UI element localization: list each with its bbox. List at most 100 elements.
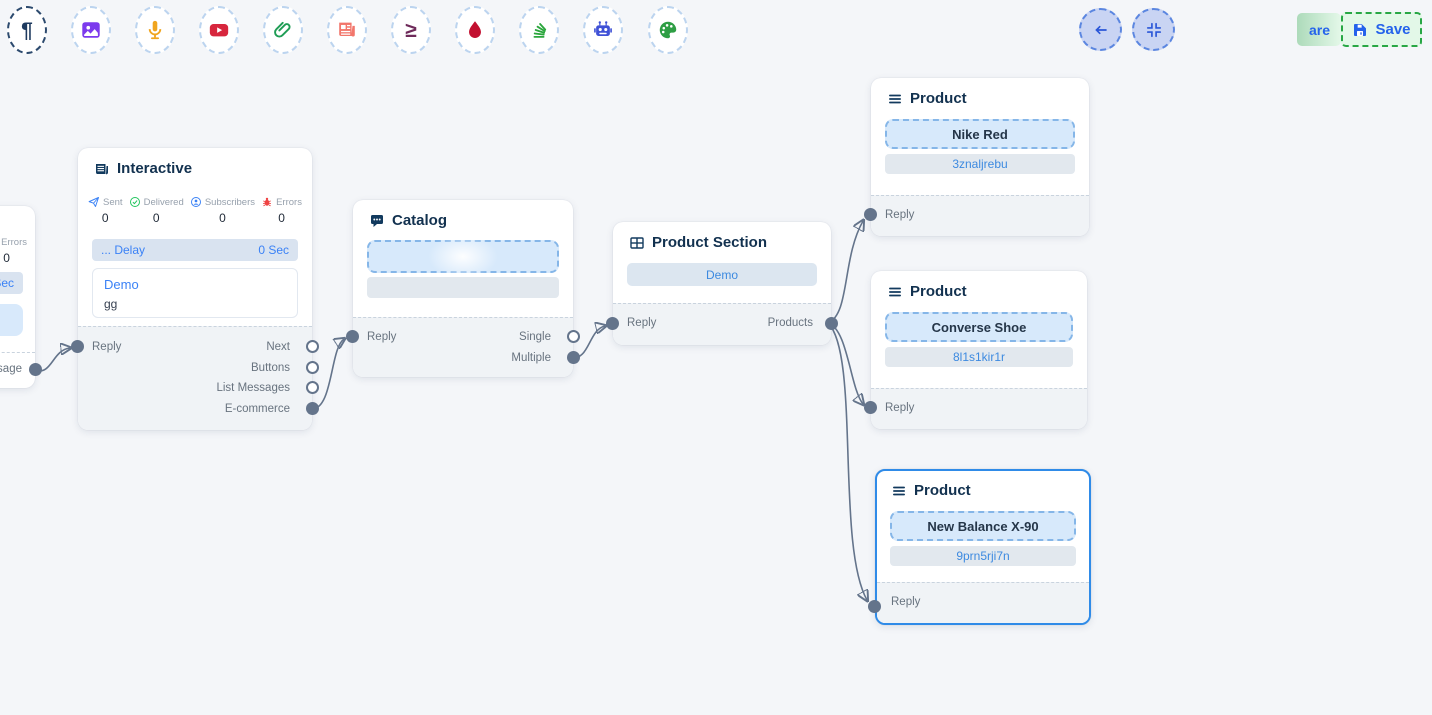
node-product-2[interactable]: Product Converse Shoe 8l1s1kir1r Reply bbox=[864, 271, 1087, 429]
product-code-box: 3znaljrebu bbox=[885, 154, 1075, 174]
product-code: 9prn5rji7n bbox=[956, 549, 1010, 563]
output-handle-single[interactable] bbox=[567, 330, 580, 343]
node-footer: Reply Single Multiple bbox=[353, 317, 573, 377]
node-product-section[interactable]: Product Section Demo Reply Products bbox=[606, 222, 838, 345]
input-handle-reply[interactable] bbox=[606, 317, 619, 330]
newspaper-icon bbox=[339, 22, 355, 37]
toolbar-image-button[interactable] bbox=[71, 6, 111, 54]
output-handle-ecommerce[interactable] bbox=[306, 402, 319, 415]
toolbar-audio-button[interactable] bbox=[135, 6, 175, 54]
product-code: 3znaljrebu bbox=[952, 157, 1008, 171]
toolbar-palette-button[interactable] bbox=[648, 6, 688, 54]
menu-icon bbox=[889, 287, 901, 296]
stat-label: Sent bbox=[103, 196, 123, 208]
bug-icon bbox=[263, 197, 272, 207]
image-icon bbox=[82, 22, 100, 38]
delay-bar[interactable]: 0 Sec bbox=[0, 272, 23, 294]
toolbar-text-button[interactable]: ¶ bbox=[7, 6, 47, 54]
stat-delivered: Delivered 0 bbox=[129, 196, 184, 225]
toolbar-video-button[interactable] bbox=[199, 6, 239, 54]
output-handle-buttons[interactable] bbox=[306, 361, 319, 374]
product-name-box[interactable]: Nike Red bbox=[885, 119, 1075, 149]
output-handle-message[interactable] bbox=[29, 363, 42, 376]
input-handle-reply[interactable] bbox=[868, 600, 881, 613]
node-interactive[interactable]: Interactive Sent 0 Delivered 0 Subscribe… bbox=[71, 148, 319, 430]
stat-sent: Sent 0 bbox=[88, 196, 123, 225]
delay-bar[interactable]: ... Delay 0 Sec bbox=[92, 239, 298, 261]
output-handle-multiple[interactable] bbox=[567, 351, 580, 364]
toolbar-file-button[interactable] bbox=[263, 6, 303, 54]
output-label-products: Products bbox=[767, 317, 813, 329]
check-circle-icon bbox=[129, 197, 140, 207]
node-title: Product bbox=[887, 90, 967, 107]
palette-icon bbox=[659, 21, 677, 39]
delay-label: ... Delay bbox=[101, 243, 146, 257]
edge bbox=[827, 322, 863, 404]
stat-errors: Errors 0 bbox=[0, 236, 27, 266]
chat-icon bbox=[371, 214, 383, 227]
node-product-1[interactable]: Product Nike Red 3znaljrebu Reply bbox=[864, 78, 1089, 236]
menu-icon bbox=[893, 486, 905, 495]
input-label-reply: Reply bbox=[885, 209, 915, 221]
product-name-box[interactable]: New Balance X-90 bbox=[890, 511, 1076, 541]
output-handle-products[interactable] bbox=[825, 317, 838, 330]
catalog-dropzone[interactable] bbox=[367, 234, 559, 279]
toolbar-drip-button[interactable] bbox=[455, 6, 495, 54]
node-title-text: Product Section bbox=[652, 234, 768, 251]
product-name-box[interactable]: Converse Shoe bbox=[885, 312, 1073, 342]
node-catalog[interactable]: Catalog Reply Single Multiple bbox=[346, 200, 580, 377]
section-name-box[interactable]: Demo bbox=[627, 263, 817, 286]
node-title-text: Interactive bbox=[117, 160, 193, 177]
input-label-reply: Reply bbox=[885, 402, 915, 414]
node-partial-message[interactable]: Errors 0 0 Sec Message bbox=[0, 206, 42, 388]
save-button-label: Save bbox=[1375, 21, 1411, 38]
toolbar-stack-button[interactable] bbox=[519, 6, 559, 54]
back-button[interactable] bbox=[1079, 8, 1122, 51]
input-handle-reply[interactable] bbox=[864, 401, 877, 414]
output-label-message: Message bbox=[0, 363, 22, 375]
table-icon bbox=[630, 236, 644, 249]
delay-value: 0 Sec bbox=[0, 276, 14, 290]
node-footer: Reply bbox=[871, 388, 1087, 429]
stack-icon bbox=[533, 23, 547, 38]
output-label-single: Single bbox=[519, 331, 551, 343]
product-name: New Balance X-90 bbox=[927, 518, 1039, 534]
message-box[interactable] bbox=[0, 304, 23, 336]
input-handle-reply[interactable] bbox=[71, 340, 84, 353]
newspaper-icon bbox=[96, 163, 109, 174]
output-handle-list-messages[interactable] bbox=[306, 381, 319, 394]
node-title: Product bbox=[891, 482, 971, 499]
node-footer: Reply bbox=[871, 195, 1089, 236]
divider bbox=[0, 352, 35, 353]
message-title: Demo bbox=[104, 277, 139, 292]
fit-view-button[interactable] bbox=[1132, 8, 1175, 51]
stat-value: 0 bbox=[278, 211, 285, 225]
node-title-text: Catalog bbox=[392, 212, 448, 229]
input-label-reply: Reply bbox=[92, 341, 122, 353]
message-preview-box[interactable]: Demo gg bbox=[92, 268, 298, 318]
node-title: Catalog bbox=[369, 212, 447, 229]
toolbar-chatbot-button[interactable] bbox=[583, 6, 623, 54]
toolbar-sequence-button[interactable]: ≥ bbox=[391, 6, 431, 54]
output-label-ecommerce: E-commerce bbox=[224, 403, 290, 415]
compress-icon bbox=[1146, 22, 1161, 37]
stats-row: Sent 0 Delivered 0 Subscribers 0 Errors … bbox=[88, 196, 302, 225]
save-icon bbox=[1354, 23, 1367, 36]
node-product-3[interactable]: Product New Balance X-90 9prn5rji7n Repl… bbox=[868, 469, 1091, 625]
output-label-buttons: Buttons bbox=[251, 362, 290, 374]
input-label-reply: Reply bbox=[367, 331, 397, 343]
section-name: Demo bbox=[705, 267, 738, 282]
greater-equal-icon: ≥ bbox=[405, 18, 417, 42]
pilcrow-icon: ¶ bbox=[21, 18, 33, 42]
input-handle-reply[interactable] bbox=[864, 208, 877, 221]
output-handle-next[interactable] bbox=[306, 340, 319, 353]
node-title: Interactive bbox=[94, 160, 192, 177]
edge bbox=[827, 322, 867, 600]
save-button[interactable]: Save bbox=[1341, 12, 1422, 47]
stat-subscribers: Subscribers 0 bbox=[190, 196, 255, 225]
robot-icon bbox=[594, 21, 612, 36]
toolbar-template-button[interactable] bbox=[327, 6, 367, 54]
partial-hidden-button: are bbox=[1297, 13, 1341, 46]
input-handle-reply[interactable] bbox=[346, 330, 359, 343]
